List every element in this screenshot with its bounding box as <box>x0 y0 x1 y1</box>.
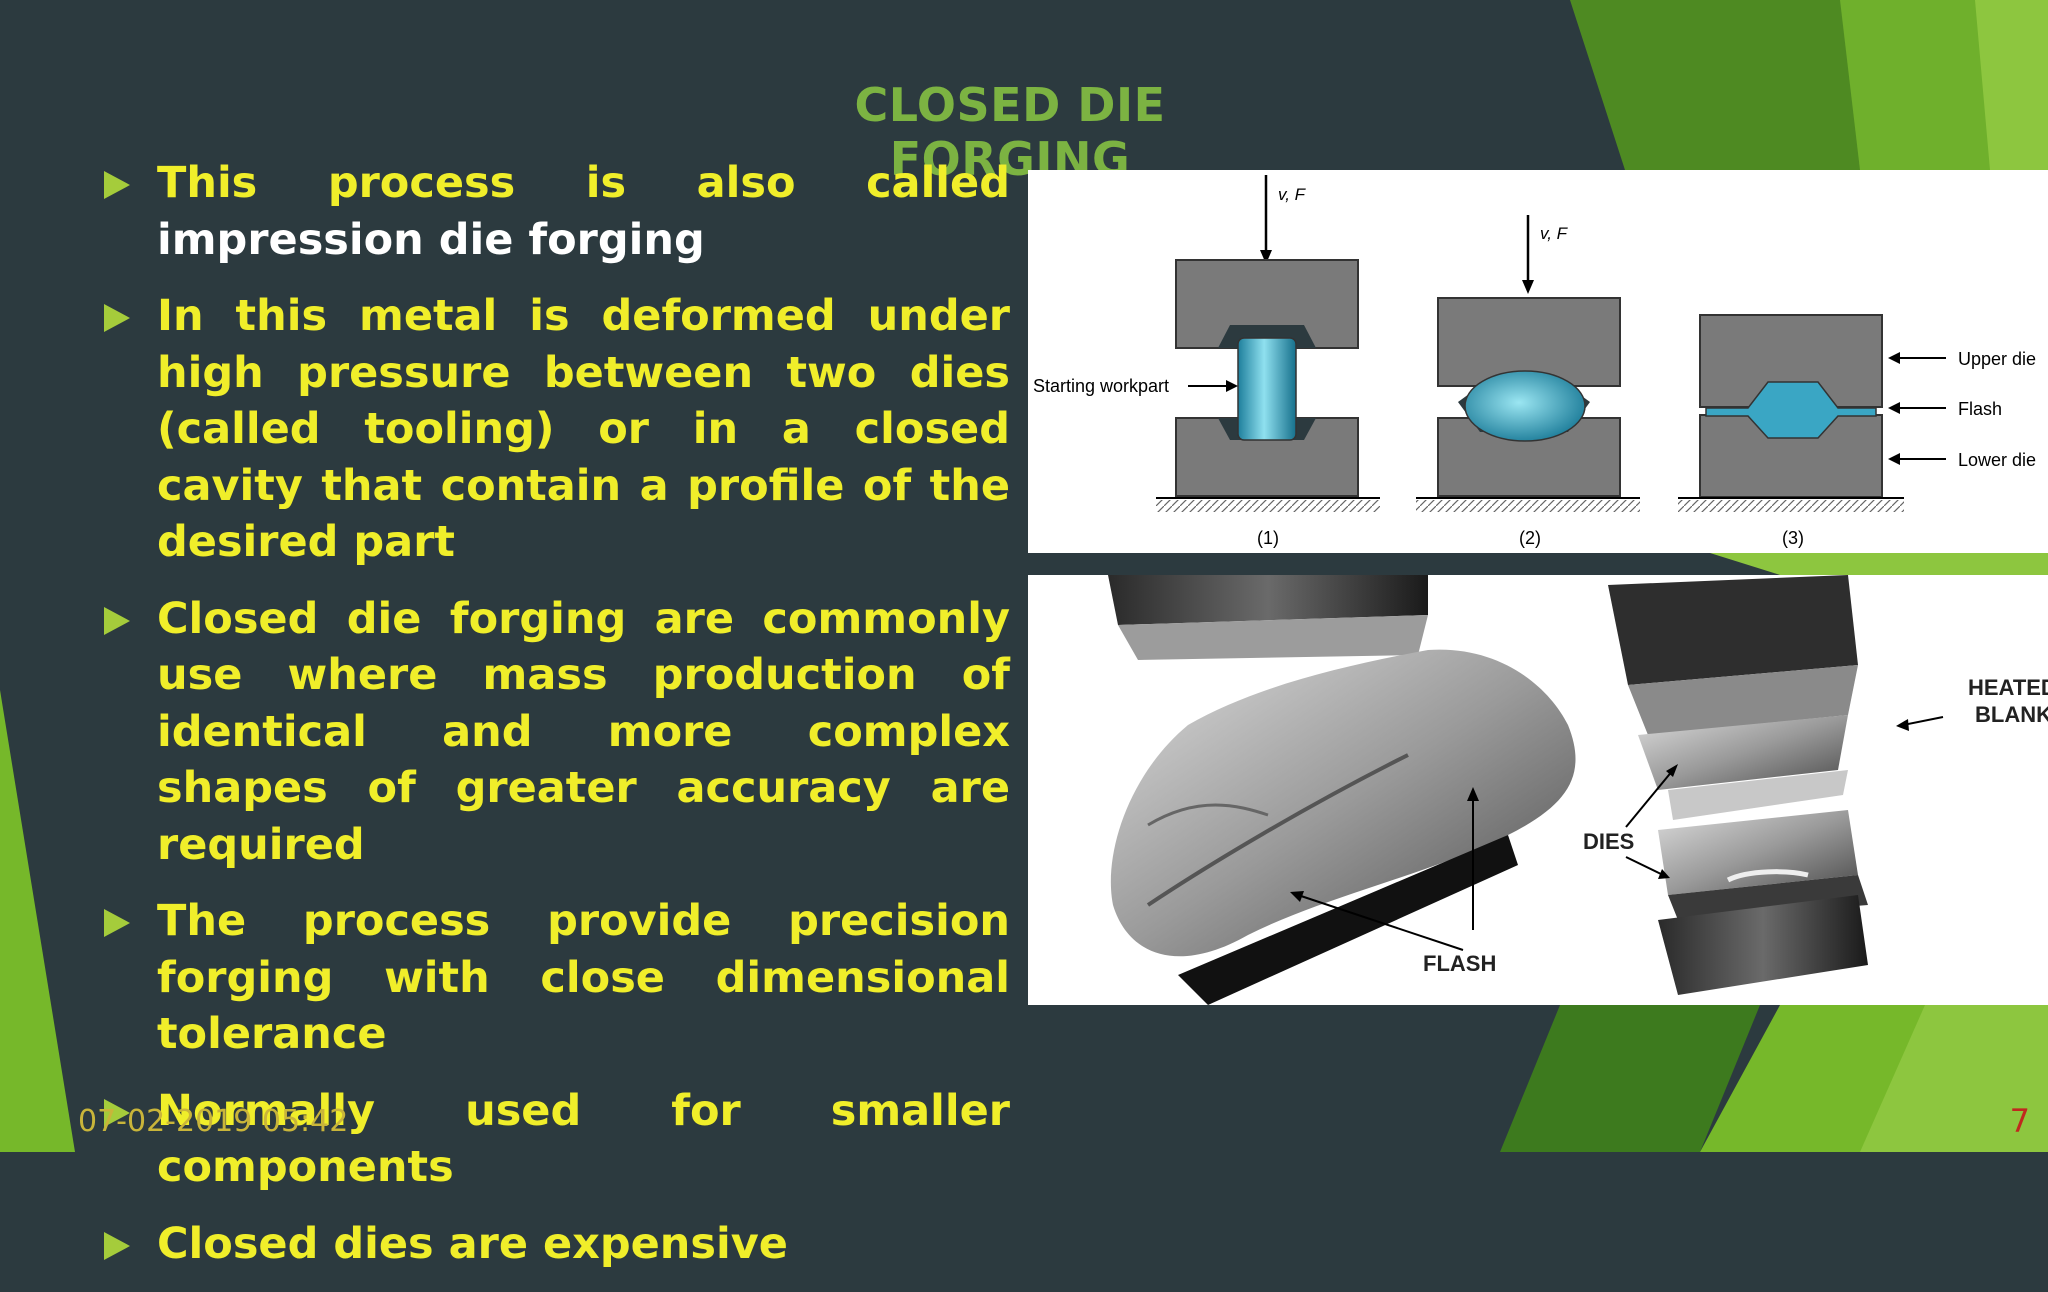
stage-2: v, F (2) <box>1416 215 1640 548</box>
bullet-text: In this metal is deformed under high pre… <box>157 291 1010 567</box>
bullet-item: The process provide precision forging wi… <box>100 893 1010 1063</box>
lower-die-label: Lower die <box>1958 450 2036 470</box>
forged-part-with-flash: FLASH <box>1108 575 1576 1005</box>
bullet-item: This process is also called impression d… <box>100 155 1010 268</box>
bullet-arrow-icon <box>104 1098 130 1127</box>
force-label: v, F <box>1540 224 1569 243</box>
slide-title: CLOSED DIE FORGING <box>854 78 1166 186</box>
bullet-arrow-icon <box>104 171 130 199</box>
forging-3d-illustration: FLASH HEATED BLANK DIES <box>1028 575 2048 1005</box>
step-label-2: (2) <box>1519 528 1541 548</box>
bullet-arrow-icon <box>104 1231 130 1260</box>
bullet-highlight-text: impression die forging <box>157 214 705 265</box>
stage-1: v, F Starting workpart (1) <box>1033 175 1380 548</box>
force-label: v, F <box>1278 185 1307 204</box>
page-number: 7 <box>2009 1102 2030 1140</box>
bullet-item: Closed dies are expensive <box>100 1216 1010 1273</box>
bullet-text: Closed dies are expensive <box>157 1218 788 1269</box>
flash-label: Flash <box>1958 399 2002 419</box>
bullet-item: Normally used for smaller components <box>100 1083 1010 1196</box>
bullet-item: Closed die forging are commonly use wher… <box>100 591 1010 874</box>
starting-workpart-label: Starting workpart <box>1033 376 1169 396</box>
flash-label: FLASH <box>1423 951 1496 976</box>
bullet-arrow-icon <box>104 606 130 635</box>
dies-label: DIES <box>1583 829 1634 854</box>
stage-3: (3) Upper die Flash Lower die <box>1678 314 2036 548</box>
bullet-arrow-icon <box>104 304 130 332</box>
background-decoration <box>0 0 2048 1152</box>
bullet-arrow-icon <box>104 909 130 937</box>
upper-die-label: Upper die <box>1958 349 2036 369</box>
bullet-item: In this metal is deformed under high pre… <box>100 288 1010 571</box>
bullet-text: Closed die forging are commonly use wher… <box>157 593 1010 870</box>
slide-date: 07-02-2019 05:42 <box>78 1104 349 1139</box>
step-label-1: (1) <box>1257 528 1279 548</box>
dies-with-heated-blank: HEATED BLANK DIES <box>1583 575 2048 995</box>
heated-label: HEATED <box>1968 675 2048 700</box>
step-label-3: (3) <box>1782 528 1804 548</box>
blank-label: BLANK <box>1975 702 2048 727</box>
bullet-text: This process is also called <box>157 158 1010 208</box>
forging-stages-diagram: v, F Starting workpart (1) v, F (2) <box>1028 170 2048 553</box>
bullet-text: The process provide precision forging wi… <box>157 896 1010 1059</box>
